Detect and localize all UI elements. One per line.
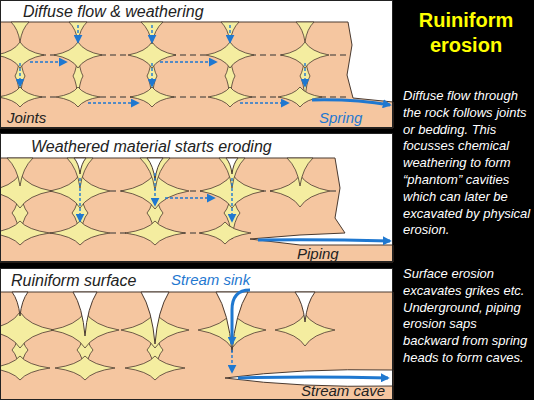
flow-arrow — [154, 173, 155, 205]
surface-notch — [7, 158, 33, 186]
panel-label: Piping — [297, 245, 339, 262]
panel-background — [0, 133, 393, 262]
panel-background — [0, 268, 393, 400]
eroded-notch — [147, 158, 163, 180]
panel-weathered-eroding — [0, 133, 393, 262]
panel-box: Weathered material starts erodingPiping — [0, 133, 393, 262]
panel-label: Spring — [319, 109, 362, 126]
grike — [141, 292, 169, 344]
flow-arrow — [160, 61, 216, 62]
phantom-cavity — [54, 42, 102, 68]
phantom-cavity — [208, 87, 252, 107]
flow-arrow — [304, 63, 305, 86]
panel-box: Diffuse flow & weatheringJoints Spring — [0, 0, 393, 128]
grike — [295, 292, 315, 322]
surface-notch — [141, 22, 163, 44]
phantom-cavity — [0, 221, 50, 245]
rock-mass — [0, 292, 393, 400]
flow-arrow — [165, 197, 214, 198]
flow-arrow — [79, 178, 80, 221]
flow-arrow — [88, 102, 138, 103]
flow-arrow — [77, 25, 78, 42]
phantom-cavity — [130, 87, 174, 107]
rock-mass — [0, 158, 393, 262]
surface-notch — [296, 22, 314, 42]
flow-arrow — [19, 63, 20, 86]
phantom-cavity — [0, 312, 54, 348]
panel-label: Stream cave — [301, 382, 385, 399]
phantom-cavity — [121, 173, 189, 209]
piping-arrow — [258, 240, 390, 241]
title: Ruiniform erosion — [398, 8, 534, 58]
phantom-cavity — [125, 221, 185, 245]
panel-heading: Diffuse flow & weathering — [23, 3, 204, 21]
surface-notch — [11, 22, 29, 42]
panel-heading: Ruiniform surface — [11, 272, 136, 290]
phantom-cavity — [55, 356, 115, 380]
phantom-cavity — [0, 42, 44, 68]
panel-label: Joints — [7, 109, 46, 126]
stream-cave-arrow — [238, 377, 388, 378]
panel-background — [0, 0, 393, 128]
phantom-cavity — [206, 42, 254, 68]
phantom-cavity — [125, 356, 185, 380]
surface-notch — [287, 158, 313, 186]
eroded-notch — [226, 158, 238, 174]
flow-arrow — [240, 102, 288, 103]
phantom-cavity — [56, 87, 100, 107]
flow-arrow — [151, 25, 152, 42]
phantom-cavity — [0, 356, 50, 380]
eroded-notch — [74, 158, 86, 174]
grike — [12, 292, 28, 316]
flow-arrow — [231, 350, 232, 372]
phantom-cavity — [50, 221, 110, 245]
panel-ruiniform — [0, 268, 393, 400]
panel-diffuse-flow — [0, 0, 393, 128]
phantom-cavity — [0, 87, 42, 107]
phantom-cavity — [199, 222, 251, 244]
stream-sink-arrow — [232, 290, 250, 344]
flow-arrow — [231, 178, 232, 221]
rock-mass — [0, 22, 393, 128]
flow-arrow — [151, 63, 152, 86]
explanation-text: Surface erosion excavates grikes etc. Un… — [403, 266, 534, 367]
phantom-cavity — [278, 87, 322, 107]
explanation-text: Diffuse flow through the rock follows jo… — [403, 88, 534, 239]
spring-arrow — [312, 100, 390, 105]
panel-label: Stream sink — [171, 271, 250, 288]
grike — [73, 292, 97, 336]
surface-notch — [221, 22, 239, 42]
phantom-cavity — [0, 174, 52, 208]
surface-notch — [69, 22, 87, 42]
panel-heading: Weathered material starts eroding — [31, 138, 272, 156]
panel-box: Ruiniform surface Stream sinkStream cave — [0, 268, 393, 400]
flow-arrow — [229, 25, 230, 42]
flow-arrow — [30, 61, 66, 62]
